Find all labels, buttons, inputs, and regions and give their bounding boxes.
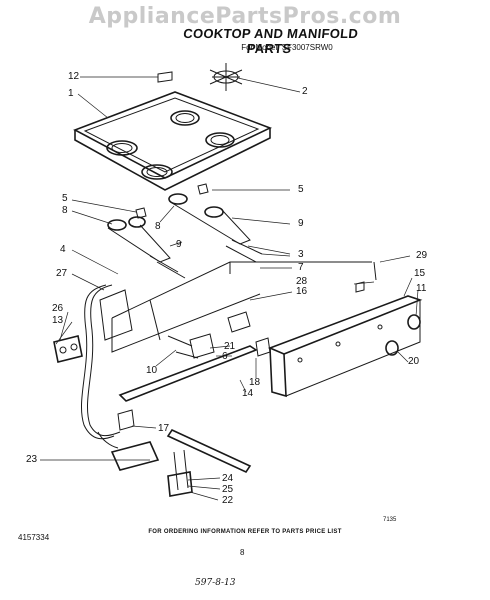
gas-tubing-drawing <box>87 284 121 437</box>
callout-leaders <box>40 76 419 501</box>
callout-5-left: 5 <box>62 193 68 204</box>
callout-22: 22 <box>222 495 234 506</box>
control-panel-drawing <box>267 295 423 398</box>
callout-10: 10 <box>146 365 158 376</box>
callout-27: 27 <box>56 268 68 279</box>
callout-5-right: 5 <box>298 184 304 195</box>
knob-drawing <box>407 314 421 330</box>
callout-4: 4 <box>60 244 66 255</box>
burner-grate-drawing <box>209 63 243 91</box>
callout-14: 14 <box>242 388 254 399</box>
callout-18: 18 <box>249 377 261 388</box>
callout-2: 2 <box>302 86 308 97</box>
callout-28: 28 <box>296 276 308 287</box>
callout-8-left: 8 <box>62 205 68 216</box>
callout-20: 20 <box>408 356 420 367</box>
handwritten-note: 597-8-13 <box>195 578 236 588</box>
valve-knob-drawing <box>385 340 399 356</box>
oven-burner-orifice-drawing <box>97 428 252 497</box>
spacer-right-drawing <box>197 183 209 195</box>
callout-26: 26 <box>52 303 64 314</box>
callout-23: 23 <box>26 454 38 465</box>
callout-8-right: 8 <box>155 221 161 232</box>
callout-16: 16 <box>296 286 308 297</box>
callout-6: 6 <box>222 351 228 362</box>
valve-assembly-drawing <box>167 311 271 359</box>
part-number: 4157334 <box>18 533 50 542</box>
ordering-note: FOR ORDERING INFORMATION REFER TO PARTS … <box>148 529 342 535</box>
callout-15: 15 <box>414 268 426 279</box>
page-number: 8 <box>240 548 245 557</box>
callout-7: 7 <box>298 262 304 273</box>
callout-11: 11 <box>416 283 427 294</box>
callout-24: 24 <box>222 473 234 484</box>
manifold-pipe-drawing <box>118 345 258 402</box>
watermark: AppliancePartsPros.com <box>88 4 402 29</box>
sheet-code: 7135 <box>383 517 397 523</box>
callout-12: 12 <box>68 71 80 82</box>
regulator-drawing <box>53 335 83 363</box>
bracket-drawing <box>117 409 135 431</box>
callout-29: 29 <box>416 250 428 261</box>
callout-13: 13 <box>52 315 64 326</box>
clip-drawing <box>157 71 173 83</box>
burner-box-drawing <box>99 261 372 353</box>
callout-1: 1 <box>68 88 74 99</box>
spacer-left-drawing <box>135 207 147 219</box>
callout-9-right: 9 <box>298 218 304 229</box>
model-subtitle: For Model: SF3007SRW0 <box>241 43 333 52</box>
callout-3: 3 <box>298 249 304 260</box>
callout-25: 25 <box>222 484 234 495</box>
callout-17: 17 <box>158 423 170 434</box>
callout-9-left: 9 <box>176 239 182 250</box>
callout-21: 21 <box>224 341 236 352</box>
cooktop-drawing <box>73 91 273 191</box>
burner-assemblies-drawing <box>107 193 263 279</box>
